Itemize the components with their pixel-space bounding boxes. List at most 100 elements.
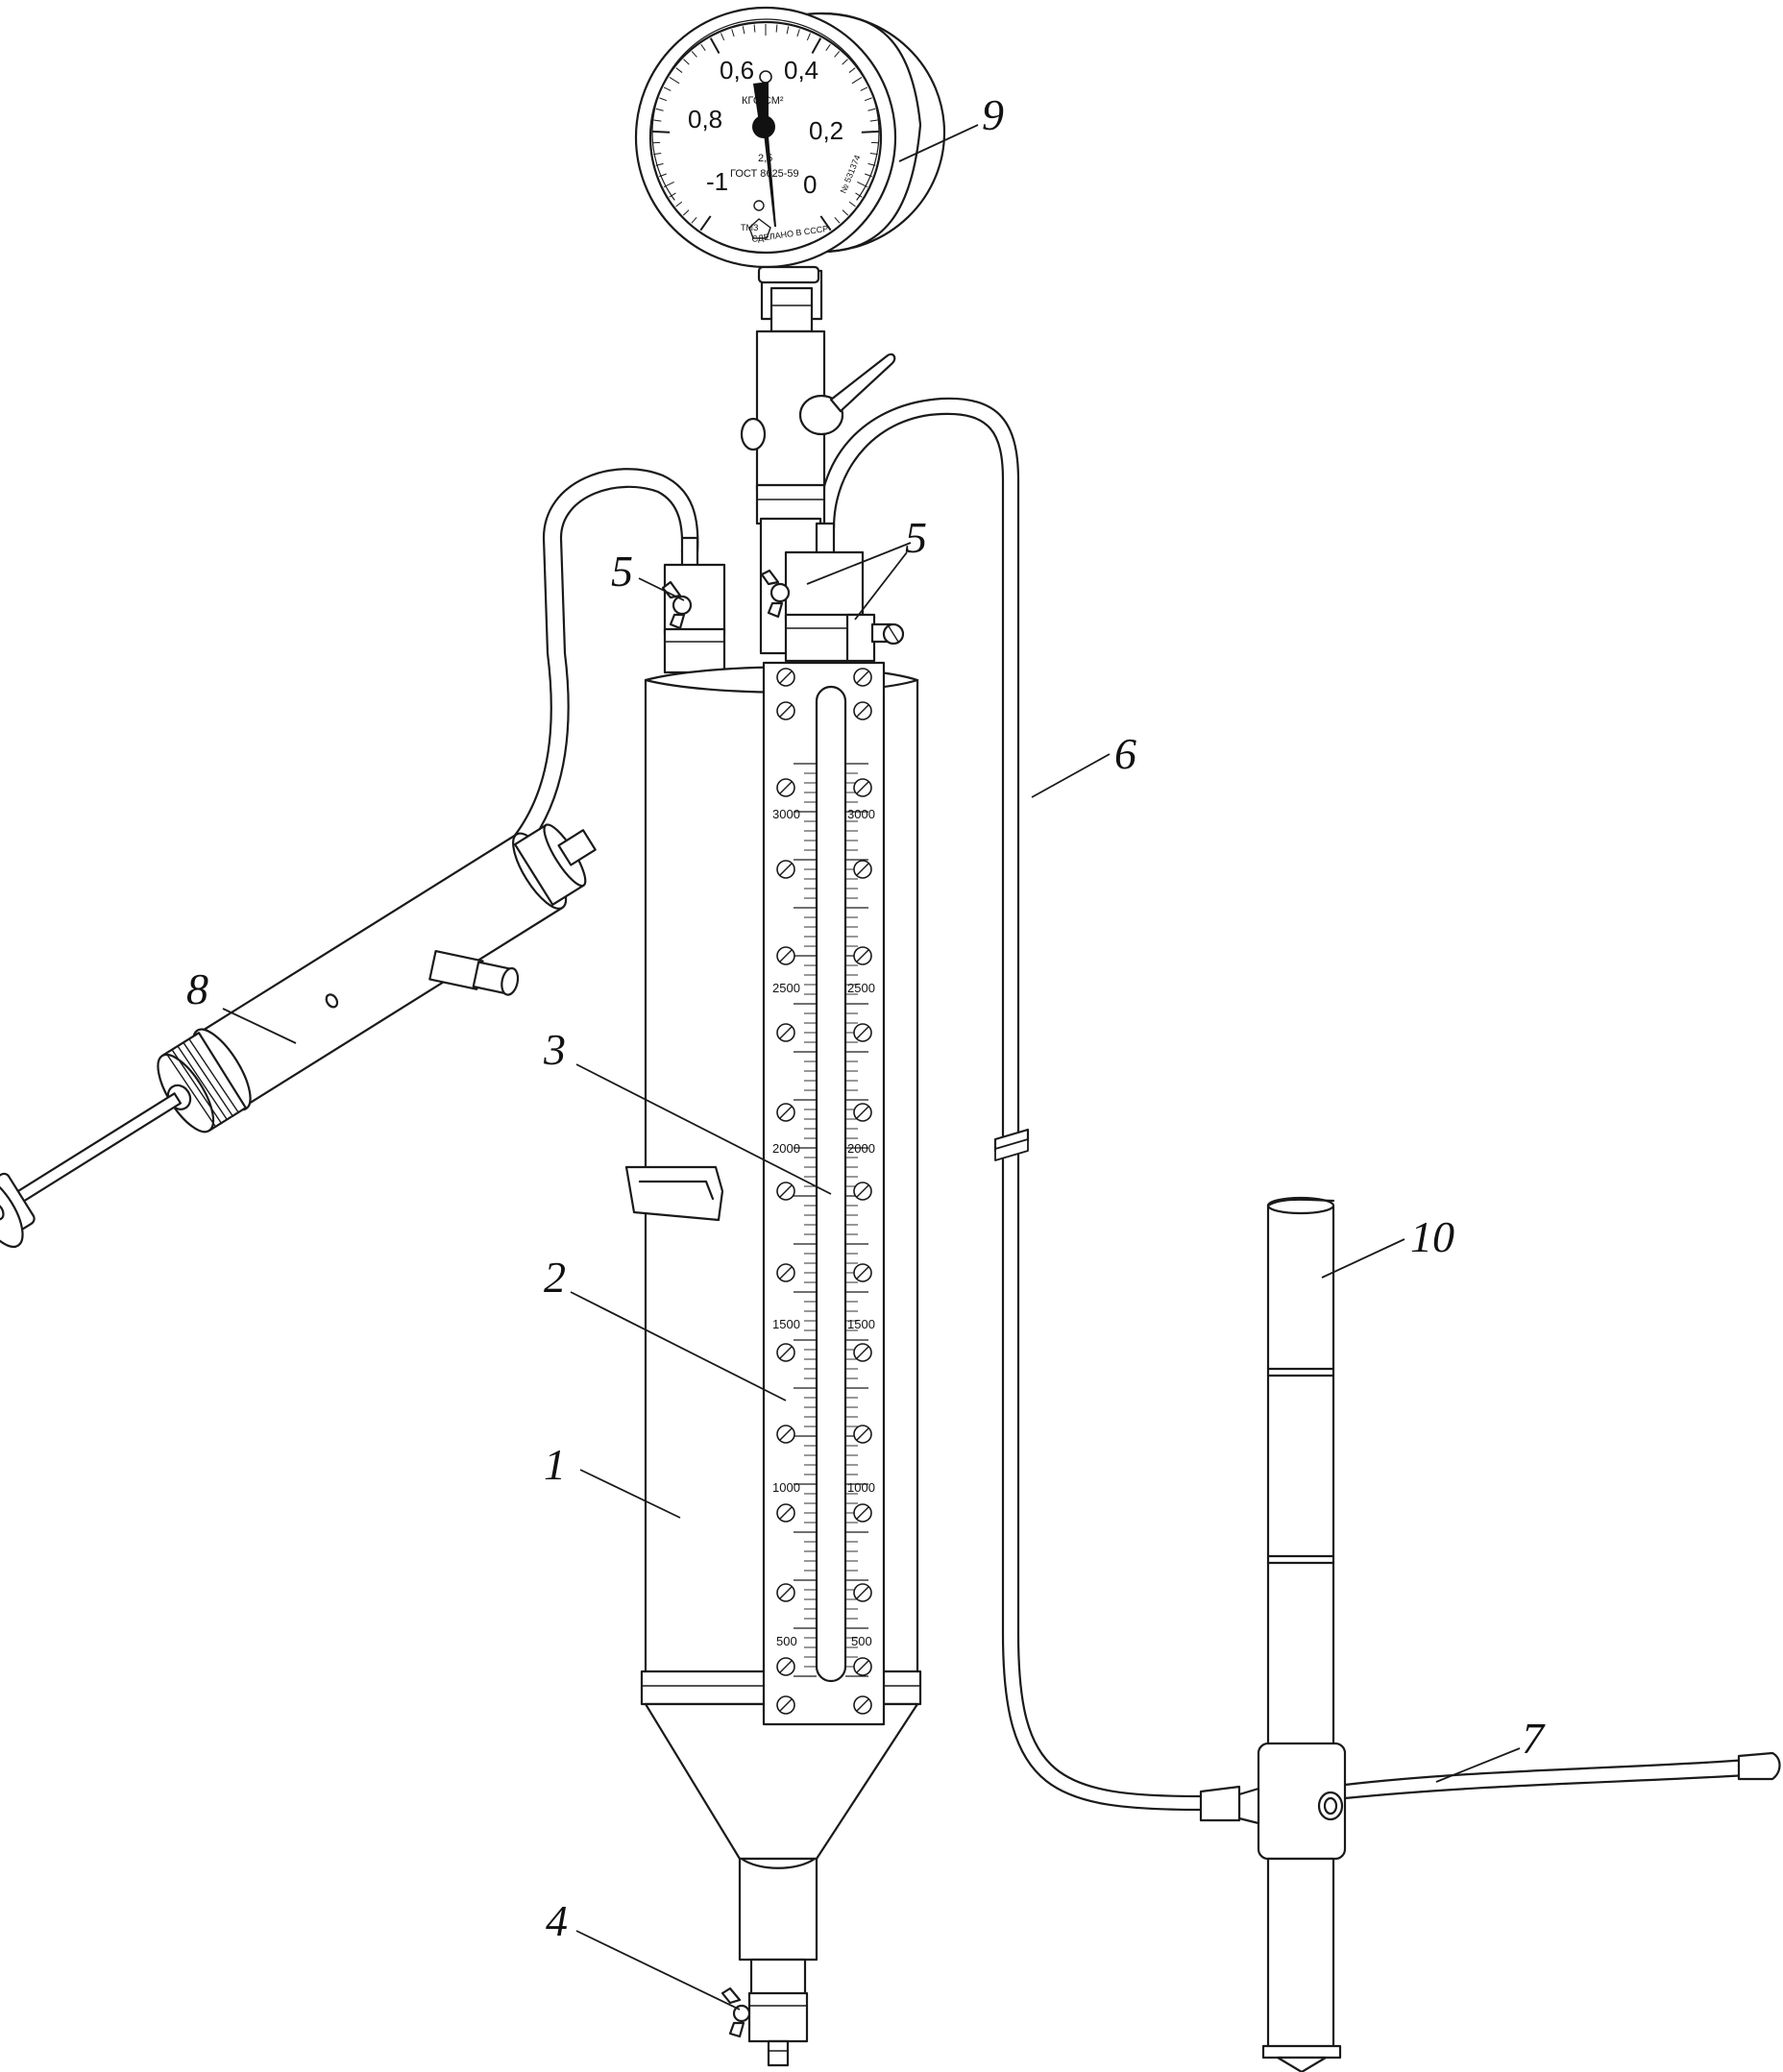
gauge-tick [675, 201, 683, 207]
callout-5-right: 5 [905, 513, 927, 562]
gauge-tick [682, 209, 690, 216]
screw-slot [856, 1346, 869, 1359]
dial-label-02: 0,2 [809, 116, 843, 145]
scale-right-2000: 2000 [847, 1141, 875, 1156]
leader-lines [222, 124, 1521, 2011]
screw-slot [779, 704, 793, 718]
screw-slot [856, 1106, 869, 1119]
gauge-tick [819, 215, 832, 232]
scale-right-2500: 2500 [847, 981, 875, 995]
syringe-side-nozzle [428, 949, 520, 996]
dial-label-minus1: -1 [706, 167, 728, 196]
pressure-gauge: -1 0,8 0,6 0,4 0,2 0 КГС/СМ² 2,5 ГОСТ 86… [634, 6, 946, 284]
scale-right-3000: 3000 [847, 807, 875, 821]
scale-right-500: 500 [851, 1634, 872, 1648]
gauge-tick [796, 29, 800, 37]
screw-slot [779, 1506, 793, 1520]
gauge-tick [669, 192, 676, 198]
screw-slot [856, 863, 869, 876]
screw-slot [856, 1698, 869, 1712]
gauge-tick [663, 86, 672, 91]
dial-label-08: 0,8 [688, 105, 722, 134]
scale-plate: 3000 2500 2000 1500 1000 500 3000 2500 2… [762, 661, 886, 1726]
gauge-tick [860, 86, 868, 91]
syringe-pump [0, 823, 597, 1249]
gauge-tick [653, 152, 662, 156]
gauge-tick [691, 216, 697, 224]
gauge-tick [851, 77, 863, 85]
callout-2: 2 [544, 1253, 566, 1302]
gauge-tick [652, 130, 671, 134]
gauge-tick [683, 59, 690, 65]
gauge-tick [659, 173, 667, 178]
gauge-tick [825, 43, 831, 51]
screw-slot [779, 1660, 793, 1673]
gauge-tick [864, 97, 872, 102]
scale-left-2000: 2000 [772, 1141, 800, 1156]
scale-right-1000: 1000 [847, 1480, 875, 1495]
screw-slot [856, 1266, 869, 1280]
left-fitting [661, 536, 726, 674]
screw-slot [779, 670, 793, 684]
callout-6: 6 [1114, 729, 1136, 778]
gauge-tick [806, 33, 811, 41]
scale-left-2500: 2500 [772, 981, 800, 995]
screw-slot [856, 949, 869, 963]
scale-right-1500: 1500 [847, 1317, 875, 1331]
gauge-tick [857, 182, 868, 188]
screw-slot [856, 704, 869, 718]
scale-left-3000: 3000 [772, 807, 800, 821]
gauge-tick [867, 162, 876, 166]
gauge-tick [848, 67, 856, 73]
callout-4: 4 [546, 1896, 568, 1945]
gauge-tick [699, 215, 712, 232]
gauge-tick [867, 108, 876, 111]
callout-5-left: 5 [611, 547, 633, 596]
gauge-tick [700, 43, 706, 51]
screw-slot [779, 781, 793, 794]
gauge-tick [865, 173, 872, 178]
callout-7: 7 [1522, 1714, 1546, 1763]
dial-label-06: 0,6 [720, 56, 754, 85]
gauge-tick [834, 216, 841, 224]
screw-slot [779, 1586, 793, 1599]
gauge-tick [669, 77, 680, 85]
gauge-tick [869, 119, 878, 122]
gauge-tick [861, 130, 879, 134]
scale-screws [776, 668, 872, 1715]
callout-8: 8 [186, 964, 208, 1013]
screw-slot [779, 1346, 793, 1359]
scale-ticks [794, 763, 868, 1677]
gauge-tick [675, 67, 683, 73]
gauge-tick [721, 33, 725, 41]
gauge-tick [753, 24, 756, 33]
gauge-tick [855, 192, 863, 198]
gauge-tick [663, 182, 674, 188]
dial-label-0: 0 [803, 170, 817, 199]
screw-slot [779, 1184, 793, 1198]
dial-standard: ГОСТ 8625-59 [730, 168, 799, 180]
screw-slot [856, 781, 869, 794]
gauge-tick [842, 59, 848, 65]
gauge-tick [848, 201, 856, 207]
gauge-tick [731, 29, 735, 37]
gauge-tick [709, 37, 721, 55]
hose-left [478, 468, 699, 884]
gauge-tick [659, 97, 668, 102]
right-fitting [760, 522, 905, 663]
screw-slot [856, 1184, 869, 1198]
gauge-tick [842, 209, 849, 216]
screw-slot [779, 863, 793, 876]
screw-slot [779, 949, 793, 963]
gauge-tick [811, 37, 822, 55]
scale-left-500: 500 [776, 1634, 797, 1648]
callout-10: 10 [1410, 1212, 1454, 1261]
screw-slot [856, 1586, 869, 1599]
gauge-tick [869, 152, 878, 156]
screw-slot [779, 1026, 793, 1039]
piezometer [1199, 1196, 1781, 2072]
screw-slot [779, 1427, 793, 1441]
screw-slot [856, 1506, 869, 1520]
callout-3: 3 [543, 1025, 566, 1074]
